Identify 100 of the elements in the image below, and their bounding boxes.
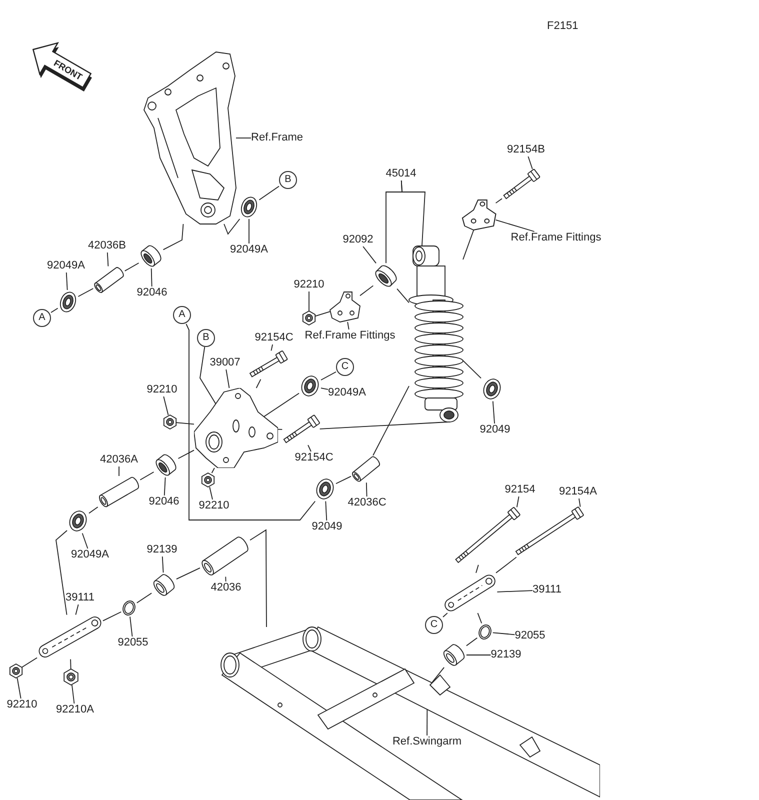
part-number: 92092 (342, 234, 374, 246)
assembly-line (88, 506, 98, 514)
leader-line (163, 396, 169, 416)
leader-line (209, 486, 213, 500)
sleeve-drawing (96, 476, 142, 508)
part-number: 92049A (230, 244, 268, 256)
washer-drawing (68, 510, 88, 532)
leader-line (495, 220, 535, 232)
leader-line (308, 444, 312, 452)
assembly-line (495, 198, 502, 204)
assembly-line (256, 378, 262, 388)
part-number: 42036 (210, 582, 242, 594)
leader-line (16, 678, 22, 699)
assembly-line (336, 476, 352, 484)
assembly-line (466, 637, 478, 646)
leader-line (164, 477, 166, 496)
part-number: 92049 (480, 424, 510, 436)
assembly-line (462, 360, 482, 379)
leader-line (118, 466, 120, 476)
washer-drawing (315, 478, 335, 500)
part-number: 92210 (294, 278, 324, 292)
assembly-line (200, 346, 216, 404)
assembly-line (224, 218, 240, 235)
leader-line (496, 590, 533, 592)
assembly-line (56, 530, 68, 616)
part-number: 45014 (386, 168, 416, 180)
assembly-line (360, 285, 374, 296)
assembly-line (140, 472, 154, 480)
assembly-line (178, 450, 194, 459)
part-number: 92049A (47, 260, 85, 272)
nut-drawing (301, 310, 317, 326)
assembly-line (396, 288, 410, 304)
reference-circle: A (173, 306, 191, 324)
o-ring-drawing (477, 624, 493, 640)
leader-line (325, 500, 328, 521)
assembly-line (250, 529, 267, 628)
part-number: 92154B (507, 144, 545, 156)
reference-label: Ref.Frame (251, 132, 303, 144)
assembly-line (70, 658, 72, 670)
assembly-line (211, 468, 215, 474)
o-ring-drawing (121, 600, 137, 616)
leader-line (162, 556, 164, 574)
assembly-line (477, 612, 482, 624)
nut-drawing (200, 472, 216, 488)
assembly-line (124, 262, 140, 272)
washer-drawing (240, 196, 258, 218)
nut-drawing (162, 414, 178, 430)
assembly-line (258, 186, 280, 200)
bushing-drawing (372, 262, 400, 290)
leader-line (426, 708, 428, 736)
part-number: 92154 (504, 484, 536, 496)
assembly-line (162, 224, 184, 250)
bolt-drawing (452, 506, 522, 566)
assembly-line (22, 657, 38, 668)
assembly-line (78, 288, 94, 297)
part-number: 92154A (559, 486, 597, 498)
reference-circle: C (336, 358, 354, 376)
washer-drawing (300, 375, 320, 397)
reference-label: Ref.Frame Fittings (510, 232, 602, 244)
assembly-line (320, 371, 336, 380)
assembly-line (462, 230, 474, 260)
part-number: 39111 (532, 584, 562, 596)
assembly-line (136, 592, 152, 604)
leader-line (150, 268, 152, 287)
washer-drawing (482, 378, 502, 400)
sleeve-drawing (350, 455, 382, 483)
leader-line (225, 576, 226, 582)
reference-circle: B (279, 171, 297, 189)
part-number: 39007 (210, 356, 240, 370)
part-number: 42036A (100, 454, 138, 466)
leader-line (270, 344, 273, 352)
part-number: 92046 (136, 286, 168, 300)
part-number: 92055 (118, 636, 148, 650)
nut-drawing (62, 668, 80, 686)
leader-line (347, 322, 350, 330)
leader-line (308, 291, 310, 312)
part-number: 92049A (71, 548, 109, 562)
assembly-line (50, 308, 58, 313)
part-number: 42036C (348, 496, 386, 510)
assembly-line (496, 556, 517, 574)
leader-line (362, 246, 376, 264)
assembly-line (372, 386, 410, 456)
leader-line (528, 156, 533, 170)
assembly-line (102, 611, 122, 622)
sleeve-drawing (92, 266, 126, 294)
assembly-line (314, 311, 330, 317)
part-number: 92210 (198, 500, 230, 512)
assembly-line (476, 564, 479, 574)
part-number: 92210A (56, 704, 94, 716)
leader-line (516, 496, 520, 508)
leader-line (66, 272, 68, 290)
part-number: 42036B (88, 240, 126, 252)
reference-label: Ref.Swingarm (392, 736, 462, 748)
part-number: 39111 (66, 592, 94, 604)
leader-line (466, 654, 492, 656)
reference-label: Ref.Frame Fittings (304, 330, 396, 342)
assembly-line (278, 428, 283, 430)
assembly-line (442, 612, 448, 618)
leader-line (492, 632, 516, 636)
leader-line (72, 684, 75, 704)
